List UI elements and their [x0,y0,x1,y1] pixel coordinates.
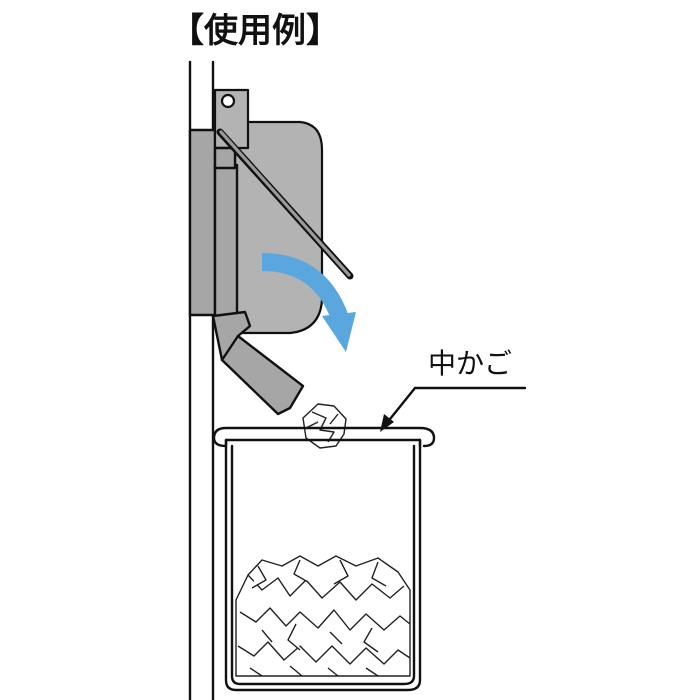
outlet-spout [211,310,305,416]
inner-basket-label: 中かご [428,347,512,380]
paper-pile [235,555,411,677]
inner-basket [212,426,436,692]
bracket-screw [220,93,236,109]
falling-paper [302,403,347,449]
inner-basket-callout [380,386,527,432]
flap-rod [216,128,354,280]
flow-arrow-icon [261,253,356,352]
page-title: 【使用例】 [170,11,340,51]
chute-housing [188,88,324,416]
